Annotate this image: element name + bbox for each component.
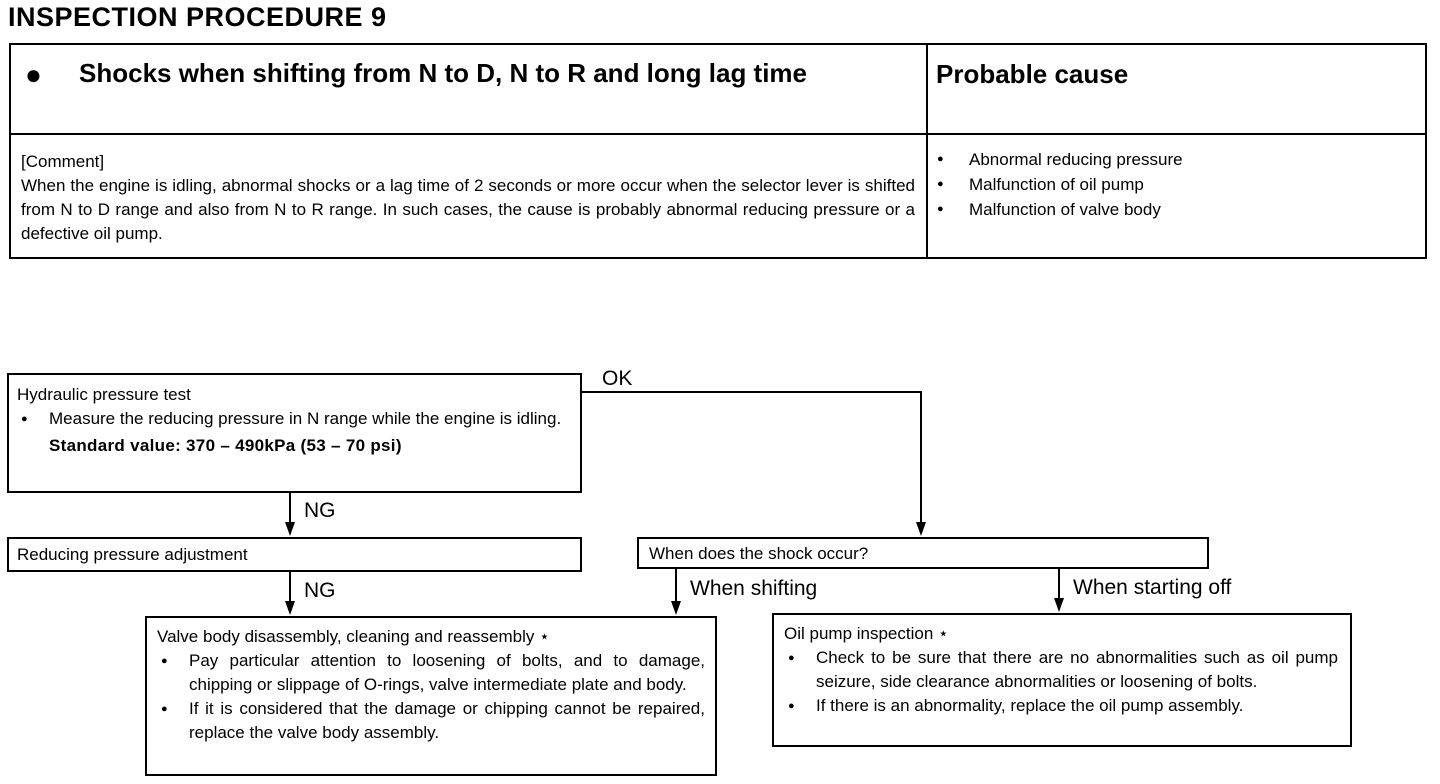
box-bullet-list: Pay particular attention to loosening of… [157,649,705,745]
cause-item: Malfunction of oil pump [931,172,1183,197]
standard-value: Standard value: 370 – 490kPa (53 – 70 ps… [49,436,402,455]
probable-cause-list: Abnormal reducing pressure Malfunction o… [931,147,1183,222]
valve-body-disassembly-box: Valve body disassembly, cleaning and rea… [145,616,717,776]
when-starting-off-connector [1058,569,1060,599]
symptom-heading: Shocks when shifting from N to D, N to R… [79,58,808,88]
box-bullet: If there is an abnormality, replace the … [784,694,1338,718]
comment-label: [Comment] [21,152,105,171]
box-bullet-list: Check to be sure that there are no abnor… [784,646,1338,718]
ng-connector-2 [289,572,291,602]
ok-connector-vertical [920,391,922,524]
table-column-divider [926,45,928,257]
hydraulic-pressure-test-box: Hydraulic pressure test Measure the redu… [7,373,582,493]
box-bullet: Pay particular attention to loosening of… [157,649,705,697]
table-row-divider [11,133,1425,135]
reducing-pressure-adjustment-box: Reducing pressure adjustment [7,537,582,572]
ng-label-1: NG [304,499,336,522]
box-title: Valve body disassembly, cleaning and rea… [157,627,550,646]
box-title: Reducing pressure adjustment [17,545,248,564]
ok-arrow-head [916,522,926,536]
when-shifting-connector [675,569,677,602]
ng-connector-1 [289,493,291,523]
box-bullet: Check to be sure that there are no abnor… [784,646,1338,694]
box-bullet: Measure the reducing pressure in N range… [17,407,570,431]
when-starting-off-arrow-head [1054,598,1064,612]
oil-pump-inspection-box: Oil pump inspection ⋆ Check to be sure t… [772,613,1352,747]
box-title: Hydraulic pressure test [17,385,191,404]
ng-label-2: NG [304,579,336,602]
when-shifting-label: When shifting [690,577,818,600]
ok-connector-horizontal [582,391,922,393]
page-title: INSPECTION PROCEDURE 9 [8,2,387,32]
shock-timing-question-box: When does the shock occur? [637,537,1209,569]
ng-arrow-head-1 [285,522,295,536]
box-title: Oil pump inspection ⋆ [784,624,949,643]
box-title: When does the shock occur? [649,544,869,563]
ok-label: OK [602,367,633,390]
comment-text: When the engine is idling, abnormal shoc… [21,176,915,243]
cause-item: Malfunction of valve body [931,197,1183,222]
summary-table: ● Shocks when shifting from N to D, N to… [9,43,1427,259]
when-shifting-arrow-head [671,601,681,615]
box-bullet: If it is considered that the damage or c… [157,697,705,745]
cause-item: Abnormal reducing pressure [931,147,1183,172]
symptom-bullet: ● [25,59,42,90]
ng-arrow-head-2 [285,601,295,615]
box-bullet-list: Measure the reducing pressure in N range… [17,407,570,431]
probable-cause-heading: Probable cause [936,59,1129,89]
when-starting-off-label: When starting off [1073,576,1232,599]
